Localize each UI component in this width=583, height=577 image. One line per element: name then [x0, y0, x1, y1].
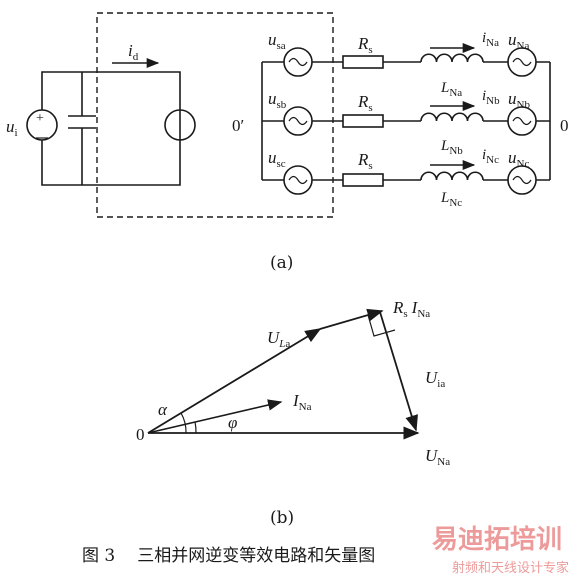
phase-a-resistor-label: Rs [357, 34, 373, 56]
dc-current-label: id [128, 41, 139, 63]
phase-a-row [262, 42, 550, 77]
angle-phi-arc [194, 421, 197, 434]
phasor-caption: (b) [270, 508, 294, 528]
phase-b-current-label: iNb [482, 88, 500, 107]
dc-capacitor [68, 115, 96, 129]
phase-b-inductor-label: LNb [440, 138, 463, 157]
dc-current-source [164, 109, 196, 141]
watermark-main: 易迪拓培训 [432, 525, 562, 555]
circuit-caption: (a) [270, 253, 293, 273]
phase-c-source-label: usc [268, 148, 286, 170]
phasor-RsINa [319, 308, 384, 330]
svg-text:+: + [36, 111, 44, 126]
phase-a-grid-label: uNa [508, 30, 529, 52]
UNa-label: UNa [425, 446, 450, 468]
phase-b-grid-label: uNb [508, 89, 530, 111]
phase-a-source-label: usa [268, 30, 286, 52]
phase-c-row [262, 159, 550, 195]
phase-b-source-label: usb [268, 89, 287, 111]
phase-c-current-label: iNc [482, 147, 499, 166]
Uia-label: Uia [425, 368, 445, 390]
alpha-label: α [158, 400, 168, 419]
ULa-label: ULa [267, 328, 290, 350]
INa-label: INa [292, 391, 312, 413]
dc-source-label: ui [6, 117, 18, 139]
circuit-diagram: + ui id 0′ 0 [6, 12, 569, 273]
phase-c-grid-label: uNc [508, 148, 529, 170]
dc-voltage-source: + [26, 109, 58, 141]
watermark-sub: 射频和天线设计专家 [452, 560, 569, 576]
origin-label: 0 [136, 425, 145, 444]
phase-b-row [262, 100, 550, 136]
angle-alpha-arc [180, 412, 187, 434]
phase-c-resistor-label: Rs [357, 150, 373, 172]
phase-b-resistor-label: Rs [357, 92, 373, 114]
figure-number: 图 3 [82, 546, 115, 566]
dc-bus-wires [41, 71, 181, 186]
figure-title: 三相并网逆变等效电路和矢量图 [137, 546, 375, 566]
phase-a-current-label: iNa [482, 30, 499, 49]
phase-c-inductor-label: LNc [440, 190, 462, 209]
right-angle-mark [367, 314, 396, 337]
phi-label: φ [228, 413, 237, 432]
phasor-INa [147, 399, 283, 434]
neutral-left-label: 0′ [232, 116, 244, 135]
phasor-ULa [147, 328, 322, 434]
phase-a-inductor-label: LNa [440, 80, 462, 99]
phasor-Uia [379, 311, 418, 432]
figure-caption: 图 3 三相并网逆变等效电路和矢量图 [82, 546, 375, 566]
neutral-right-label: 0 [560, 116, 569, 135]
